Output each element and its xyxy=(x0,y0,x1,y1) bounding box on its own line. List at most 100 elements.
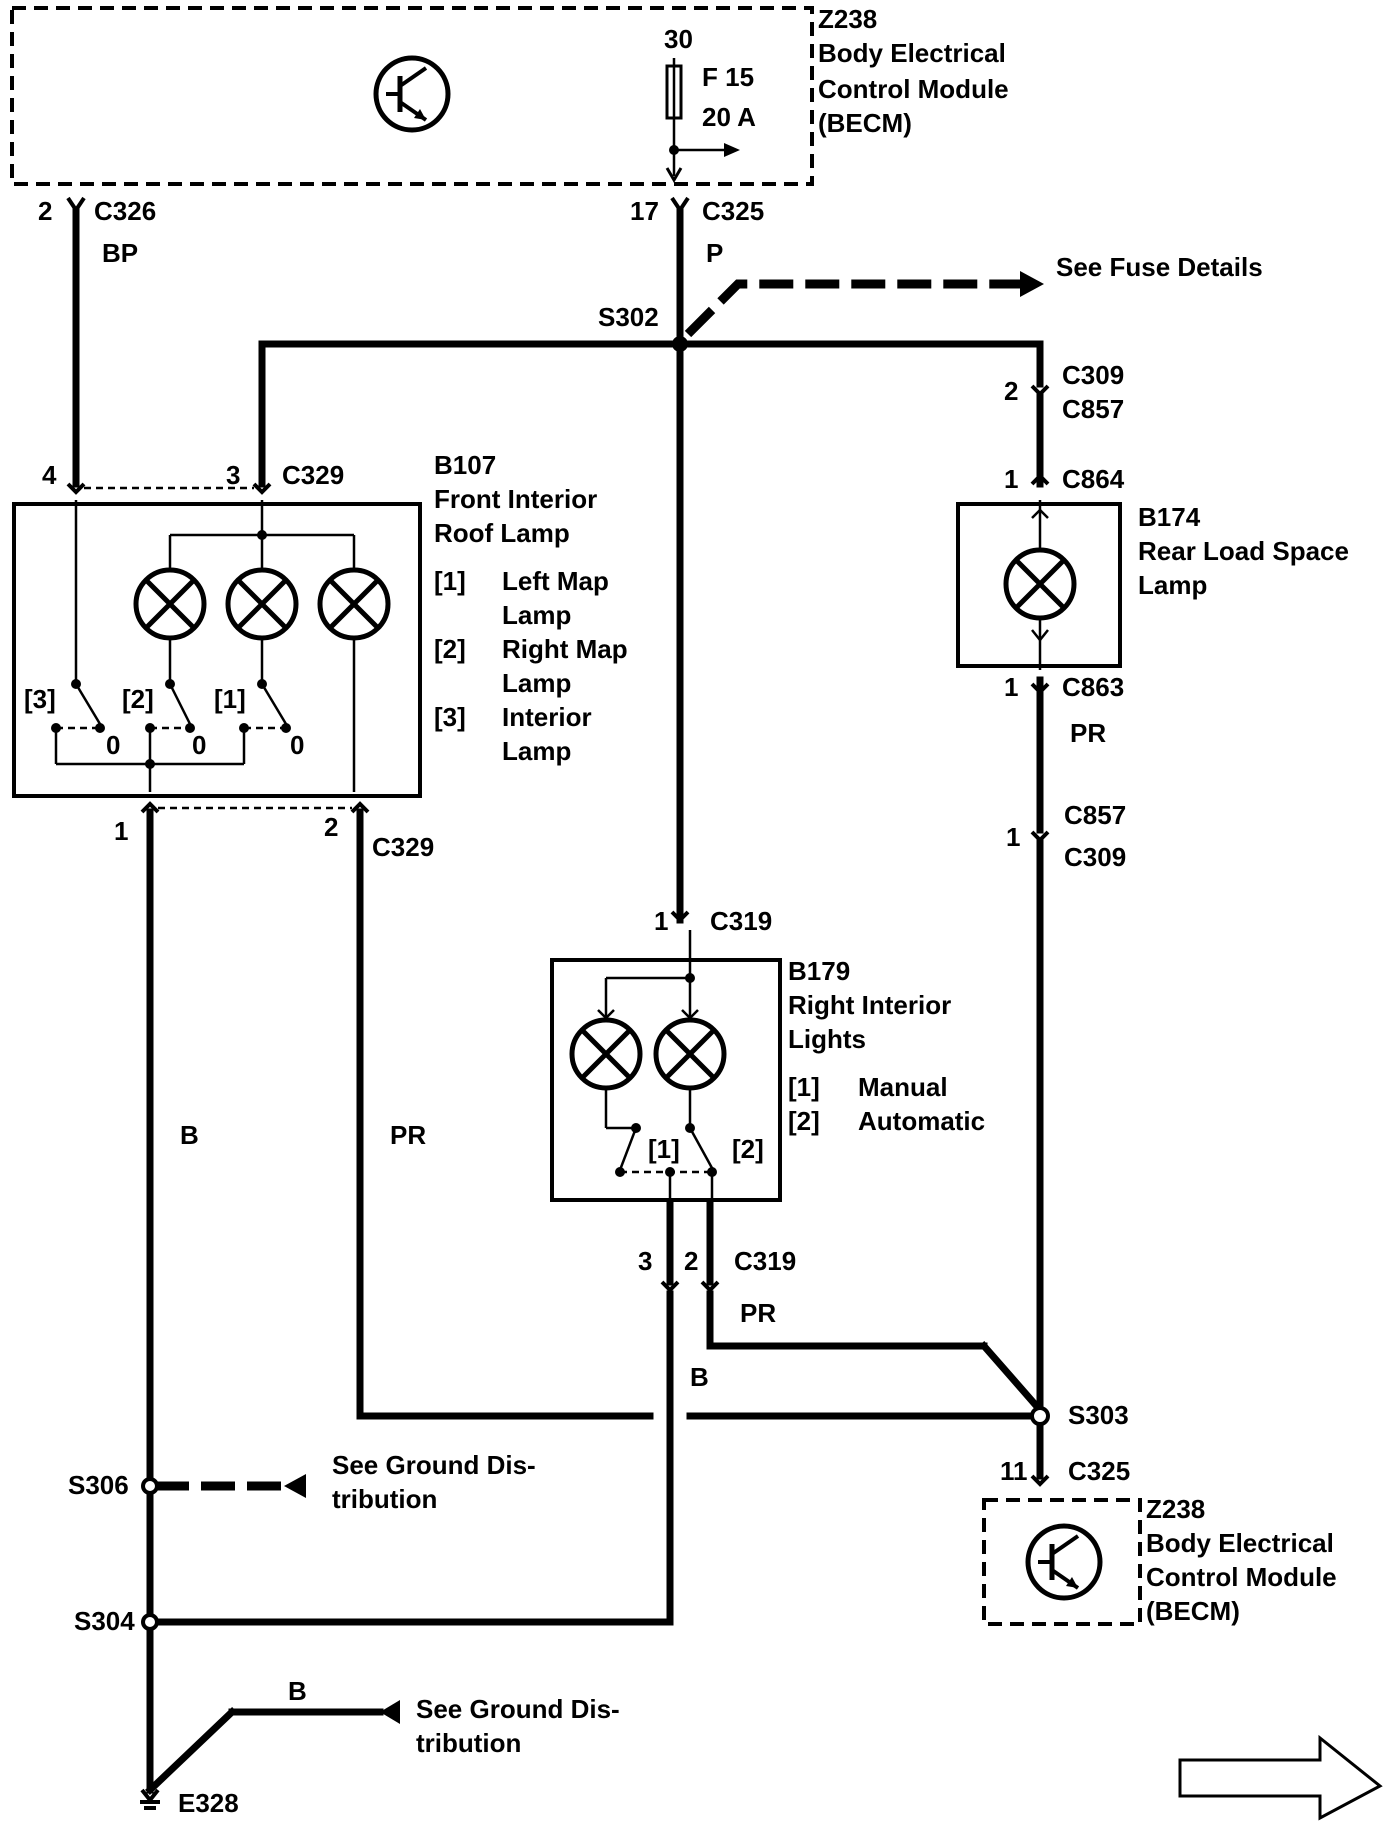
b174-id: B174 xyxy=(1138,502,1201,532)
b107-legend-key-1: [1] xyxy=(434,566,466,596)
c325-top-pin: 17 xyxy=(630,196,659,226)
splice-s304 xyxy=(141,1613,159,1631)
fuse-terminal: 30 xyxy=(664,24,693,54)
bottom-module-transistor-icon xyxy=(1028,1526,1100,1598)
wire-pr-rear-label: PR xyxy=(1070,718,1106,748)
c863-pin: 1 xyxy=(1004,672,1018,702)
b107-switch-label-1: [1] xyxy=(214,684,246,714)
ground-icon xyxy=(140,1800,160,1810)
b107-switch-label-3: [3] xyxy=(24,684,56,714)
c319-top-name: C319 xyxy=(710,906,772,936)
c326-pin: 2 xyxy=(38,196,52,226)
c329-bot-pin-a: 1 xyxy=(114,816,128,846)
b107-lamp-icon-1 xyxy=(136,570,204,638)
b179-name-2: Lights xyxy=(788,1024,866,1054)
c319-bot-pin-b: 2 xyxy=(684,1246,698,1276)
wire-pr-left-label: PR xyxy=(390,1120,426,1150)
b107-outline xyxy=(12,502,422,798)
s304-label: S304 xyxy=(74,1606,135,1636)
wire-p-label: P xyxy=(706,238,723,268)
b179-name-1: Right Interior xyxy=(788,990,951,1020)
b107-lamp-icon-2 xyxy=(228,570,296,638)
c326-name: C326 xyxy=(94,196,156,226)
b107-off-label-2: 0 xyxy=(192,730,206,760)
top-module-name-1: Body Electrical xyxy=(818,38,1006,68)
b174-component: B174 Rear Load Space Lamp xyxy=(956,500,1349,670)
b107-lamp-icon-3 xyxy=(320,570,388,638)
splice-s303 xyxy=(1030,1406,1050,1426)
c309-top-name-b: C857 xyxy=(1062,394,1124,424)
ref-fuse-details: See Fuse Details xyxy=(1056,252,1263,282)
b179-id: B179 xyxy=(788,956,850,986)
bottom-module-name-3: (BECM) xyxy=(1146,1596,1240,1626)
top-module-transistor-icon xyxy=(376,58,448,130)
connector-symbols xyxy=(66,196,1050,1804)
c863-name: C863 xyxy=(1062,672,1124,702)
fuse-icon xyxy=(665,58,740,183)
ref-ground-2a: See Ground Dis- xyxy=(416,1694,620,1724)
s303-label: S303 xyxy=(1068,1400,1129,1430)
ref-ground-1b: tribution xyxy=(332,1484,437,1514)
b107-legend-2a: Right Map xyxy=(502,634,628,664)
c325-bot-name: C325 xyxy=(1068,1456,1130,1486)
b107-name-2: Roof Lamp xyxy=(434,518,570,548)
wire-b-ground-label: B xyxy=(288,1676,307,1706)
bottom-module-name-2: Control Module xyxy=(1146,1562,1337,1592)
b179-legend-key-2: [2] xyxy=(788,1106,820,1136)
b179-lamp-icon-2 xyxy=(656,1020,724,1088)
c329-bot-name: C329 xyxy=(372,832,434,862)
b107-legend-2b: Lamp xyxy=(502,668,571,698)
bottom-module: Z238 Body Electrical Control Module (BEC… xyxy=(982,1494,1337,1626)
c857-bot-pin: 1 xyxy=(1006,822,1020,852)
c329-top-name: C329 xyxy=(282,460,344,490)
b179-legend-key-1: [1] xyxy=(788,1072,820,1102)
top-module-name-3: (BECM) xyxy=(818,108,912,138)
wire-b-left-label: B xyxy=(180,1120,199,1150)
s302-label: S302 xyxy=(598,302,659,332)
b179-switch-label-2: [2] xyxy=(732,1134,764,1164)
c319-bot-pin-a: 3 xyxy=(638,1246,652,1276)
bottom-module-outline xyxy=(982,1498,1142,1626)
c329-top-pin-b: 3 xyxy=(226,460,240,490)
c319-bot-name: C319 xyxy=(734,1246,796,1276)
splice-s306 xyxy=(141,1477,159,1495)
b107-off-label-3: 0 xyxy=(290,730,304,760)
b107-legend-3b: Lamp xyxy=(502,736,571,766)
b107-legend-3a: Interior xyxy=(502,702,592,732)
b174-name-2: Lamp xyxy=(1138,570,1207,600)
c325-bot-pin: 11 xyxy=(1000,1456,1028,1486)
b174-name-1: Rear Load Space xyxy=(1138,536,1349,566)
s306-label: S306 xyxy=(68,1470,129,1500)
wire-b-mid-label: B xyxy=(690,1362,709,1392)
b107-component: [3] [2] [1] 0 0 0 B107 Front Interior Ro… xyxy=(12,450,628,798)
c309-top-name-a: C309 xyxy=(1062,360,1124,390)
fuse-rating: 20 A xyxy=(702,102,756,132)
ref-ground-1a: See Ground Dis- xyxy=(332,1450,536,1480)
b107-legend-key-2: [2] xyxy=(434,634,466,664)
c857-bot-name-a: C857 xyxy=(1064,800,1126,830)
next-page-arrow-icon[interactable] xyxy=(1178,1734,1383,1821)
fuse-name: F 15 xyxy=(702,62,754,92)
bottom-module-id: Z238 xyxy=(1146,1494,1205,1524)
c325-top-name: C325 xyxy=(702,196,764,226)
top-module-id: Z238 xyxy=(818,4,877,34)
splice-s302 xyxy=(672,336,688,352)
b179-legend-1: Manual xyxy=(858,1072,948,1102)
wire-bp-label: BP xyxy=(102,238,138,268)
b174-lamp-icon xyxy=(1006,550,1074,618)
c309-top-pin: 2 xyxy=(1004,376,1018,406)
c857-bot-name-b: C309 xyxy=(1064,842,1126,872)
c329-bot-pin-b: 2 xyxy=(324,812,338,842)
top-module-outline xyxy=(10,6,814,186)
b107-name-1: Front Interior xyxy=(434,484,597,514)
ref-ground-2b: tribution xyxy=(416,1728,521,1758)
c329-top-pin-a: 4 xyxy=(42,460,57,490)
b179-component: [1] [2] B179 Right Interior Lights [1] M… xyxy=(550,930,985,1202)
e328-label: E328 xyxy=(178,1788,239,1818)
c864-pin: 1 xyxy=(1004,464,1018,494)
wires xyxy=(72,206,1045,1795)
b107-off-label-1: 0 xyxy=(106,730,120,760)
b179-legend-2: Automatic xyxy=(858,1106,985,1136)
b107-legend-1b: Lamp xyxy=(502,600,571,630)
